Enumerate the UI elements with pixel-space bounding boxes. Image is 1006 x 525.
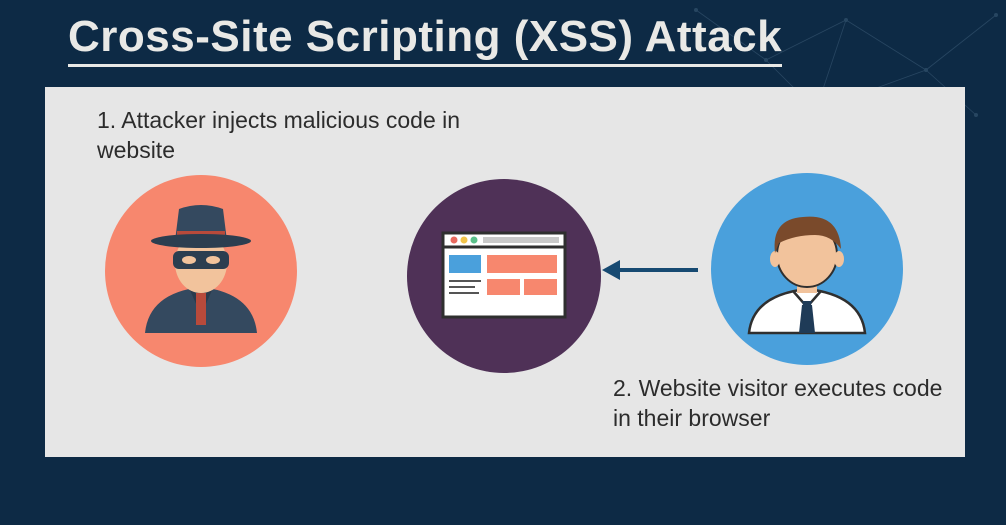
slide-title: Cross-Site Scripting (XSS) Attack (68, 12, 783, 67)
user-businessman-icon (747, 216, 867, 335)
browser-window-icon (441, 231, 567, 319)
hacker-icon (145, 205, 257, 333)
visitor-node (711, 173, 903, 365)
website-node (407, 179, 601, 373)
step-1-caption: 1. Attacker injects malicious code in we… (97, 107, 461, 163)
request-arrow (602, 260, 698, 280)
attacker-node (105, 175, 297, 367)
diagram-panel: 1. Attacker injects malicious code in we… (45, 87, 965, 457)
step-2-caption: 2. Website visitor executes code in thei… (613, 375, 943, 431)
